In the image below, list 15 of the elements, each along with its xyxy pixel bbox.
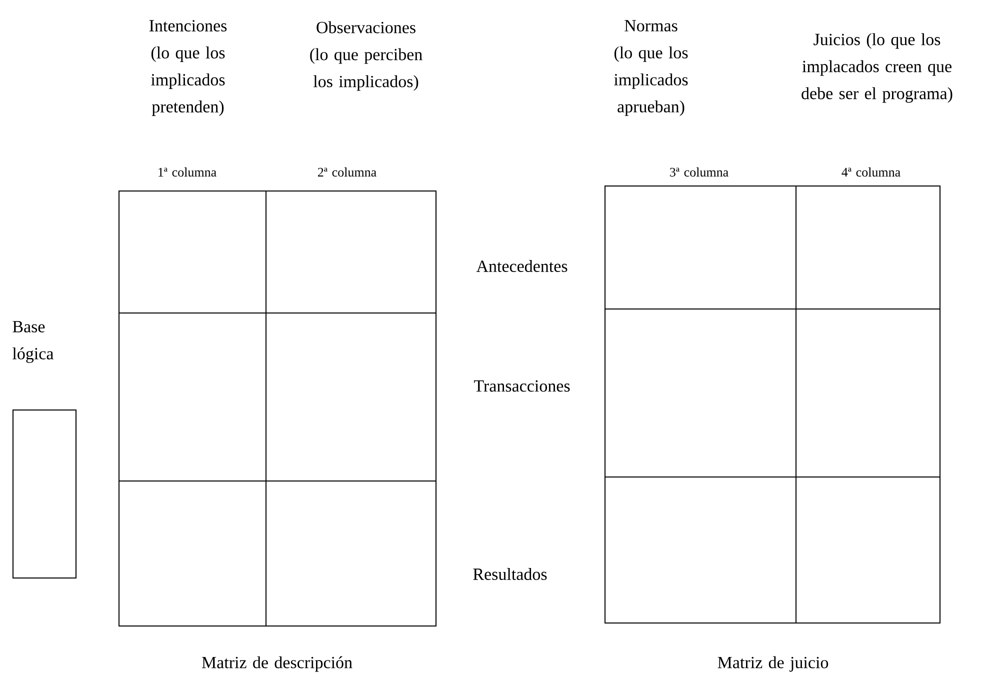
box-label: Base lógica [12,321,54,363]
box-label: Matriz de descripción [202,656,352,672]
empty-box [12,410,76,578]
matrix-grid [118,190,436,626]
label-text: Transacciones [474,380,570,392]
label-text: Antecedentes [476,260,568,272]
label-text: Normas (lo que los implicados aprueban) [614,20,688,116]
label-text: Intenciones (lo que los implicados pretenden) [149,20,227,116]
label-text: Juicios (lo que los implacados creen que debe ser el programa) [802,33,952,103]
column-label: 1ª columna [158,167,216,177]
matrix-grid [604,186,940,624]
label-text: Resultados [473,568,547,580]
label-text: Observaciones (lo que perciben los implicados) [310,21,422,91]
column-label: 2ª columna [318,167,376,177]
box-label: Matriz de juicio [718,656,828,672]
